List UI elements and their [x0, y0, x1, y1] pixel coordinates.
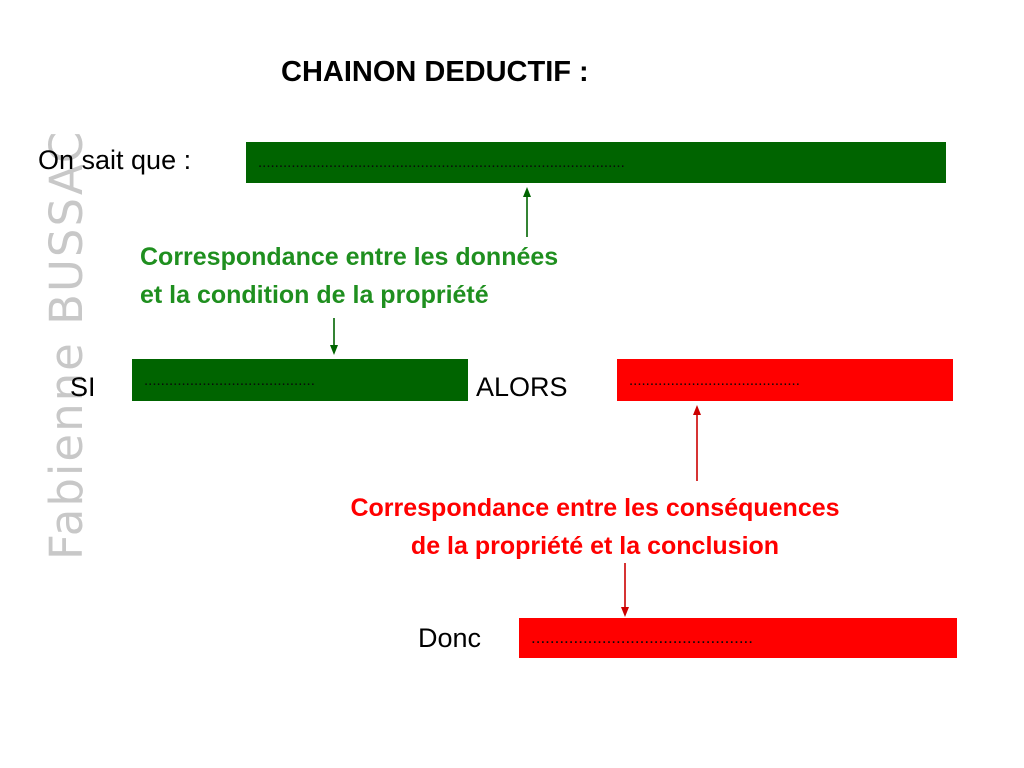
box-alors: ........................................…	[617, 359, 953, 401]
box-alors-dots: ........................................…	[629, 371, 800, 389]
box-on-sait-que: ........................................…	[246, 142, 946, 183]
label-donc: Donc	[418, 623, 482, 653]
box-donc: ........................................…	[519, 618, 957, 658]
box-si: ........................................…	[132, 359, 468, 401]
label-on-sait-que: On sait que :	[38, 145, 192, 175]
note-red-line1: Correspondance entre les conséquences	[350, 494, 840, 522]
note-red-line2: de la propriété et la conclusion	[410, 532, 780, 560]
note-consequences-conclusion: Correspondance entre les conséquences de…	[280, 489, 910, 565]
label-si: SI	[70, 372, 96, 402]
note-donnees-condition: Correspondance entre les données et la c…	[140, 238, 558, 314]
box-si-dots: ........................................…	[144, 371, 315, 389]
note-green-line2: et la condition de la propriété	[140, 281, 489, 309]
note-green-line1: Correspondance entre les données	[140, 243, 559, 271]
label-alors: ALORS	[476, 372, 568, 402]
box-donc-dots: ........................................…	[531, 628, 753, 647]
page-title: CHAINON DEDUCTIF :	[281, 56, 589, 88]
box-on-sait-que-dots: ........................................…	[258, 154, 625, 171]
